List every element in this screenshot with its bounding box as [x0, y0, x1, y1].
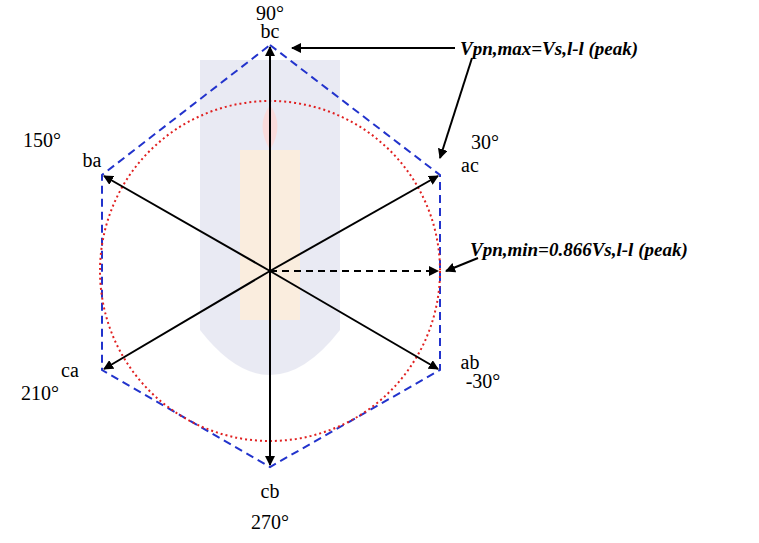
angle-label: 210° [21, 383, 59, 403]
callout-text: Vpn,min=0.866Vs,l-l (peak) [470, 240, 688, 259]
vector-label: ca [61, 360, 79, 380]
min-vector [270, 270, 438, 272]
vector-label: cb [261, 481, 280, 501]
angle-label: 30° [471, 132, 499, 152]
leader-line [292, 47, 455, 49]
angle-label: -30° [466, 371, 501, 391]
vector-arrow [270, 271, 438, 369]
vector-arrow [104, 271, 270, 369]
vector-arrow [269, 47, 271, 271]
callout-text: Vpn,max=Vs,l-l (peak) [460, 39, 638, 58]
vector-label: ba [83, 150, 102, 170]
angle-label: 150° [23, 130, 61, 150]
angle-label: 90° [256, 3, 284, 23]
vector-arrow [104, 176, 270, 271]
leader-line [446, 258, 478, 271]
angle-label: 270° [251, 512, 289, 532]
hexagon-boundary [102, 45, 440, 467]
vector-label: ac [461, 155, 479, 175]
vector-label: ab [461, 352, 480, 372]
vector-arrow [269, 271, 271, 465]
vector-arrow [270, 176, 438, 271]
leader-line [440, 58, 472, 158]
vector-label: bc [261, 21, 280, 41]
